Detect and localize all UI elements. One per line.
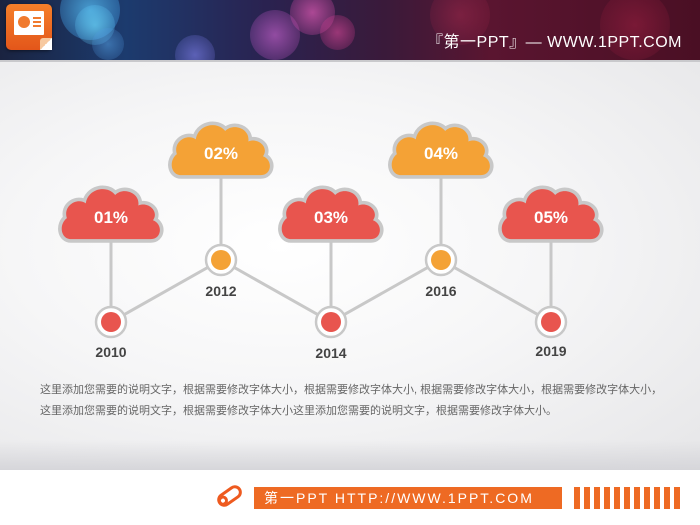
cloud-label-03: 03% bbox=[313, 208, 349, 227]
cloud-label-04: 04% bbox=[423, 144, 459, 163]
description-line-1: 这里添加您需要的说明文字，根据需要修改字体大小，根据需要修改字体大小, 根据需要… bbox=[40, 384, 663, 396]
year-label-2019: 2019 bbox=[535, 343, 567, 359]
year-label-2016: 2016 bbox=[425, 283, 457, 299]
powerpoint-icon bbox=[6, 4, 52, 50]
node-2012 bbox=[204, 243, 238, 277]
header-banner: 『第一PPT』— WWW.1PPT.COM bbox=[0, 0, 700, 60]
timeline-diagram bbox=[0, 0, 700, 339]
footer-stripes bbox=[574, 487, 680, 509]
description-line-2: 这里添加您需要的说明文字，根据需要修改字体大小这里添加您需要的说明文字，根据需要… bbox=[40, 405, 557, 417]
cloud-label-05: 05% bbox=[533, 208, 569, 227]
footer-url-bar: 第一PPT HTTP://WWW.1PPT.COM bbox=[254, 487, 562, 509]
node-2014 bbox=[314, 305, 348, 339]
node-2010 bbox=[94, 305, 128, 339]
node-2019 bbox=[534, 305, 568, 339]
slide-body-shadow bbox=[0, 440, 700, 470]
cloud-label-01: 01% bbox=[93, 208, 129, 227]
year-label-2014: 2014 bbox=[315, 345, 347, 361]
node-2016 bbox=[424, 243, 458, 277]
year-label-2010: 2010 bbox=[95, 344, 127, 360]
slide-body bbox=[0, 62, 700, 470]
cloud-label-02: 02% bbox=[203, 144, 239, 163]
header-title: 『第一PPT』— WWW.1PPT.COM bbox=[427, 34, 682, 51]
pencil-icon bbox=[217, 485, 242, 507]
description-text: 这里添加您需要的说明文字，根据需要修改字体大小，根据需要修改字体大小, 根据需要… bbox=[40, 380, 680, 422]
header-divider bbox=[0, 60, 700, 62]
year-label-2012: 2012 bbox=[205, 283, 237, 299]
